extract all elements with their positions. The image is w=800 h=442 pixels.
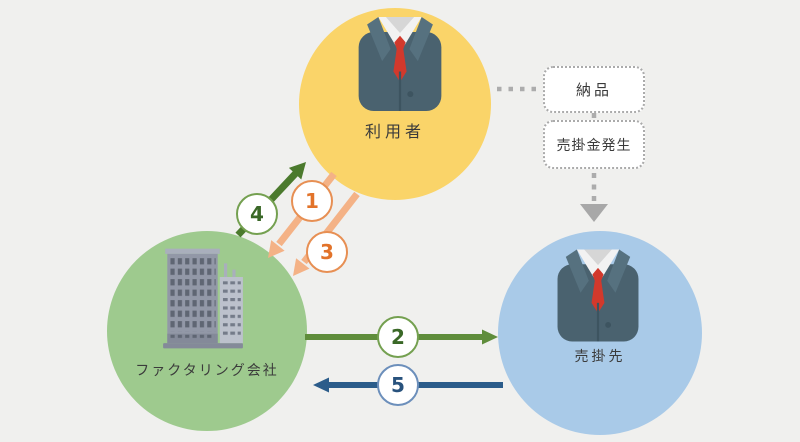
gray-arrowhead-icon — [580, 204, 608, 222]
step-badge-4: 4 — [236, 193, 278, 235]
step-badge-2: 2 — [377, 316, 419, 358]
note-delivery-label: 納品 — [575, 81, 612, 99]
step-badge-1: 1 — [291, 180, 333, 222]
step-badge-3: 3 — [306, 231, 348, 273]
businessman-suit-icon — [358, 17, 442, 111]
node-factoring-company-label: ファクタリング会社 — [135, 363, 279, 379]
node-debtor-label: 売掛先 — [574, 349, 626, 365]
businessman-suit-icon — [557, 249, 639, 342]
note-receivable-label: 売掛金発生 — [556, 137, 632, 154]
step-badge-5: 5 — [377, 364, 419, 406]
note-receivable-box: 売掛金発生 — [543, 120, 645, 169]
office-building-icon — [163, 248, 243, 349]
note-delivery-box: 納品 — [543, 66, 645, 113]
node-user-label: 利用者 — [364, 122, 425, 141]
